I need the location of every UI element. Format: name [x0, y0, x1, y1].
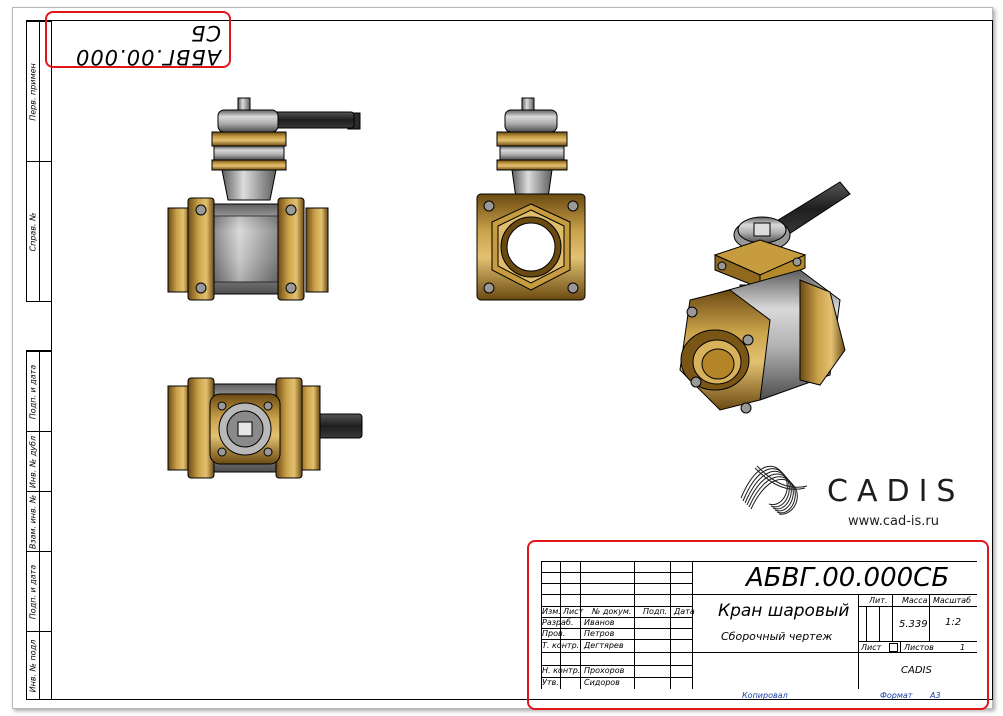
tb-header-izm: Изм. [542, 607, 561, 616]
tb-sheet-label: Лист [861, 643, 882, 652]
tb-person-prov: Петров [584, 629, 615, 638]
cadis-logo-mark [740, 465, 808, 515]
front-view [167, 97, 361, 301]
tb-role-tkontr: Т. контр. [542, 641, 580, 650]
tb-format-value: А3 [930, 691, 941, 700]
side-view [476, 97, 586, 301]
tb-format-label: Формат [880, 691, 913, 700]
highlight-title-block [527, 540, 989, 710]
cadis-url: www.cad-is.ru [848, 514, 939, 529]
tb-person-razrab: Иванов [584, 618, 615, 627]
tb-designation: АБВГ.00.000СБ [746, 563, 950, 593]
cadis-logo-text: CADIS [827, 474, 965, 509]
tb-copied-label: Копировал [742, 691, 788, 700]
tb-header-podp: Подп. [643, 607, 668, 616]
highlight-code-stamp [45, 11, 231, 68]
tb-role-razrab: Разраб. [542, 618, 574, 627]
top-view [167, 377, 363, 479]
tb-role-utv: Утв. [542, 678, 559, 687]
tb-sheets-label: Листов [904, 643, 934, 652]
tb-header-list: Лист [563, 607, 584, 616]
tb-lit-label: Лит. [869, 596, 888, 605]
tb-person-nkontr: Прохоров [584, 666, 625, 675]
tb-mass-label: Масса [902, 596, 928, 605]
cadis-logo: CADIS www.cad-is.ru [735, 458, 955, 529]
side-strip-lower: Подп. и дата Инв. № дубл Взам. инв. № По… [26, 350, 51, 700]
tb-person-utv: Сидоров [584, 678, 620, 687]
tb-role-prov: Пров. [542, 629, 566, 638]
isometric-view [679, 181, 851, 414]
tb-scale-label: Масштаб [933, 596, 972, 605]
tb-name: Кран шаровый [718, 601, 850, 621]
tb-mass-value: 5.339 [899, 619, 928, 630]
tb-sheet-checkbox [889, 643, 898, 652]
side-strip-upper: Перв. примен Справ. № [26, 20, 51, 302]
tb-subtitle: Сборочный чертеж [721, 630, 833, 643]
tb-role-nkontr: Н. контр. [542, 666, 581, 675]
tb-organization: CADIS [901, 665, 932, 676]
tb-header-data: Дата [674, 607, 695, 616]
tb-scale-value: 1:2 [945, 617, 962, 628]
tb-header-doc-no: № докум. [592, 607, 632, 616]
tb-person-tkontr: Дегтярев [584, 641, 624, 650]
tb-sheets-value: 1 [960, 643, 966, 652]
drawing-frame [51, 20, 993, 700]
